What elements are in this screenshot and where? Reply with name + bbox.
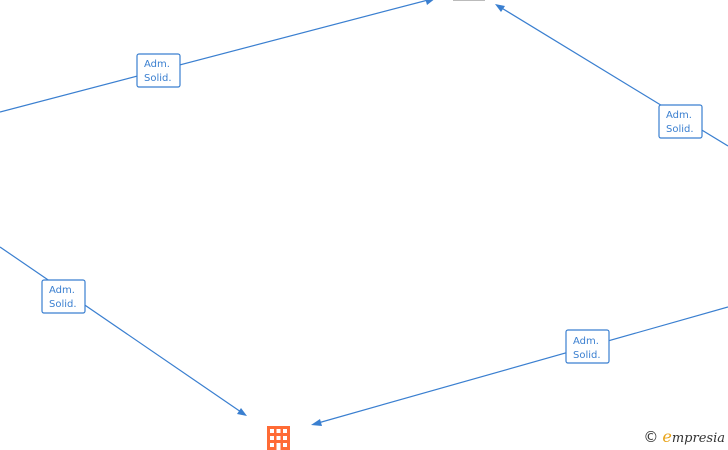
edge-label-line2: Solid. (573, 350, 601, 361)
edge-bottom-left: Adm. Solid. (0, 246, 247, 416)
edge-label-line2: Solid. (144, 73, 172, 84)
edge-top-left: Adm. Solid. (0, 0, 434, 113)
edge-bottom-right: Adm. Solid. (311, 306, 728, 426)
arrow-head-icon (311, 419, 322, 426)
edge-label-line1: Adm. (666, 110, 692, 121)
edge-label-box[interactable] (136, 53, 181, 88)
edge-line (0, 246, 242, 413)
edge-label-line2: Solid. (49, 299, 77, 310)
company-node[interactable] (267, 426, 290, 450)
edge-label-box[interactable] (658, 104, 703, 139)
edge-top-right: Adm. Solid. (495, 4, 728, 147)
arrow-head-icon (237, 408, 247, 416)
company-building-icon (267, 426, 290, 450)
brand-rest: mpresia (671, 431, 725, 446)
brand-logo: empresia (662, 427, 725, 446)
empresia-watermark: © empresia (643, 427, 725, 446)
edge-line (317, 306, 728, 424)
edge-label-box[interactable] (41, 279, 86, 314)
edge-line (0, 0, 429, 113)
edge-label-line2: Solid. (666, 124, 694, 135)
copyright-icon: © (643, 428, 659, 446)
edge-label-line1: Adm. (573, 336, 599, 347)
edge-label-box[interactable] (565, 329, 610, 364)
edge-label-line1: Adm. (144, 59, 170, 70)
edge-label-line1: Adm. (49, 285, 75, 296)
brand-initial: e (662, 427, 672, 446)
arrow-head-icon (495, 4, 505, 12)
arrow-head-icon (425, 0, 434, 5)
